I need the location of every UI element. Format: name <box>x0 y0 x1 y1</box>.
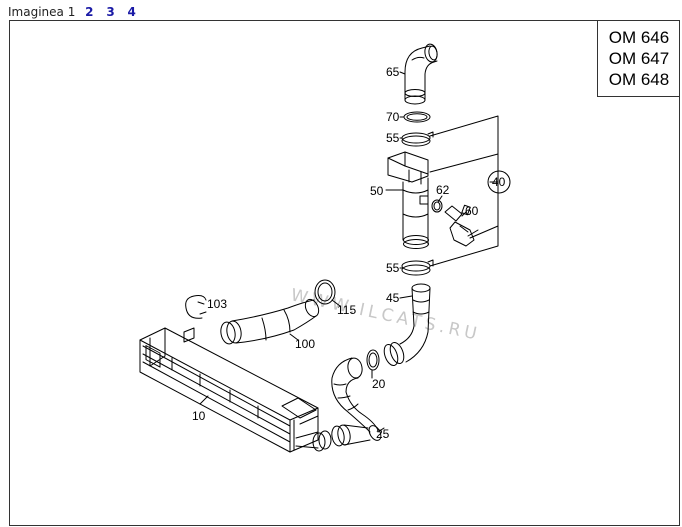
current-page-label: Imaginea 1 <box>8 5 76 19</box>
callout-115: 115 <box>337 303 356 317</box>
callout-100: 100 <box>295 337 315 351</box>
model-om647: OM 647 <box>608 49 670 68</box>
callout-50: 50 <box>370 184 384 198</box>
page-link-3[interactable]: 3 <box>106 5 115 19</box>
callout-70: 70 <box>386 110 400 124</box>
callout-60: 60 <box>465 204 479 218</box>
part-60-sensor[interactable] <box>444 204 479 247</box>
callout-65: 65 <box>386 65 400 79</box>
callout-45: 45 <box>386 291 400 305</box>
callout-103: 103 <box>207 297 227 311</box>
part-45-hose[interactable] <box>382 283 431 367</box>
part-55-lower-clamp[interactable] <box>401 259 434 276</box>
part-103-clip[interactable] <box>185 295 207 319</box>
leader-lines <box>197 71 511 433</box>
model-om646: OM 646 <box>608 28 670 47</box>
diagram-frame <box>9 20 680 526</box>
callout-55-lower: 55 <box>386 261 400 275</box>
model-om648: OM 648 <box>608 70 670 89</box>
part-55-upper-clamp[interactable] <box>401 131 434 147</box>
part-65-elbow-pipe[interactable] <box>404 43 438 105</box>
callout-40: 40 <box>492 175 506 189</box>
page-nav: Imaginea 1 2 3 4 <box>8 5 145 19</box>
callout-20: 20 <box>372 377 386 391</box>
part-50-resonator[interactable] <box>387 151 429 249</box>
engine-model-box: OM 646 OM 647 OM 648 <box>597 21 680 97</box>
part-10-intercooler[interactable] <box>139 327 332 453</box>
part-20-o-ring[interactable] <box>366 349 380 371</box>
group-40-bracket <box>429 115 499 267</box>
page-link-2[interactable]: 2 <box>85 5 94 19</box>
part-62-seal[interactable] <box>431 199 443 213</box>
part-115-clamp[interactable] <box>314 279 336 305</box>
callout-62: 62 <box>436 183 450 197</box>
part-70-o-ring[interactable] <box>403 111 431 123</box>
part-100-hose[interactable] <box>219 297 321 345</box>
callout-25: 25 <box>376 427 390 441</box>
part-25-hose[interactable] <box>330 357 383 447</box>
page-link-4[interactable]: 4 <box>127 5 136 19</box>
callout-55-upper: 55 <box>386 131 400 145</box>
callout-10: 10 <box>192 409 206 423</box>
